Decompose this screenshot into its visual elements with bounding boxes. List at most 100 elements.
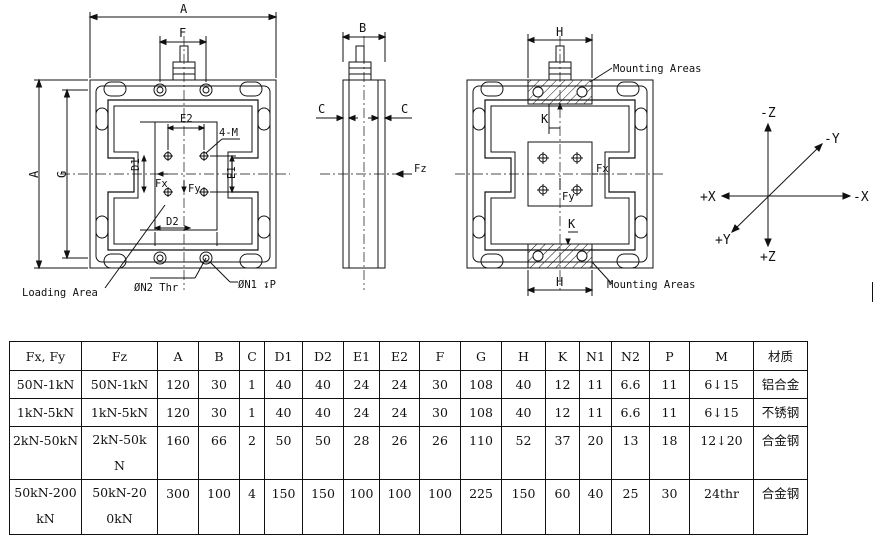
technical-drawing: A F A G E2 4-M D1 E1 D2 Fx Fy Loading Ar… bbox=[22, 2, 869, 299]
dim-k-bottom: K bbox=[568, 217, 576, 231]
table-cell: 18 bbox=[649, 426, 690, 480]
table-cell: 40 bbox=[302, 398, 344, 427]
table-header: N1 bbox=[579, 341, 612, 371]
mounting-areas-bottom: Mounting Areas bbox=[607, 279, 696, 291]
table-cell: 40 bbox=[501, 370, 546, 399]
rear-fy: Fy bbox=[562, 191, 575, 203]
table-cell: 4 bbox=[239, 479, 265, 535]
axis-neg-y: -Y bbox=[824, 132, 840, 147]
table-cell: 30 bbox=[198, 370, 240, 399]
table-header: E1 bbox=[343, 341, 380, 371]
table-cell: 1 bbox=[239, 398, 265, 427]
table-cell: 1 bbox=[239, 370, 265, 399]
table-cell: 150 bbox=[302, 479, 344, 535]
dim-d1: D1 bbox=[130, 158, 142, 171]
dim-e1: E1 bbox=[226, 166, 238, 179]
table-cell: 50 bbox=[302, 426, 344, 480]
rear-fx: Fx bbox=[596, 163, 609, 175]
table-cell: 120 bbox=[157, 370, 199, 399]
table-cell: 52 bbox=[501, 426, 546, 480]
dim-d2: D2 bbox=[166, 216, 179, 228]
table-cell: 不锈钢 bbox=[753, 398, 808, 427]
dim-4m: 4-M bbox=[219, 127, 238, 139]
table-cell: 24 bbox=[343, 370, 380, 399]
table-header: Fx, Fy bbox=[9, 341, 82, 371]
front-view bbox=[34, 12, 290, 290]
table-cell: 28 bbox=[343, 426, 380, 480]
table-header: K bbox=[545, 341, 580, 371]
table-cell: 108 bbox=[460, 398, 502, 427]
table-header: B bbox=[198, 341, 240, 371]
table-cell: 160 bbox=[157, 426, 199, 480]
table-cell: 100 bbox=[419, 479, 461, 535]
dim-b: B bbox=[359, 21, 366, 35]
table-cell: 40 bbox=[579, 479, 612, 535]
dim-e2: E2 bbox=[180, 113, 193, 125]
table-cell: 30 bbox=[419, 398, 461, 427]
table-cell: 100 bbox=[343, 479, 380, 535]
edge-mark bbox=[872, 282, 873, 302]
dim-k-top: K bbox=[541, 112, 549, 126]
table-cell: 30 bbox=[649, 479, 690, 535]
table-header: G bbox=[460, 341, 502, 371]
axis-labels: -Z -Y +X -X +Y +Z bbox=[700, 106, 869, 265]
table-header: N2 bbox=[611, 341, 650, 371]
table-cell: 24thr bbox=[689, 479, 754, 535]
side-fz: Fz bbox=[414, 163, 427, 175]
table-cell: 30 bbox=[419, 370, 461, 399]
table-header: F bbox=[419, 341, 461, 371]
table-cell: 20 bbox=[579, 426, 612, 480]
front-view-labels: A F A G E2 4-M D1 E1 D2 Fx Fy Loading Ar… bbox=[22, 2, 276, 299]
table-cell: 6.6 bbox=[611, 370, 650, 399]
table-cell: 26 bbox=[379, 426, 420, 480]
table-cell: 50N-1kN bbox=[9, 370, 82, 399]
table-cell: 66 bbox=[198, 426, 240, 480]
n1-depth-label: ØN1 ↧P bbox=[238, 279, 276, 291]
table-cell: 50N-1kN bbox=[81, 370, 158, 399]
table-cell: 13 bbox=[611, 426, 650, 480]
table-cell: 25 bbox=[611, 479, 650, 535]
axis-pos-y: +Y bbox=[715, 233, 731, 248]
table-cell: 40 bbox=[264, 398, 303, 427]
n2-thread-label: ØN2 Thr bbox=[134, 282, 178, 294]
table-header: E2 bbox=[379, 341, 420, 371]
table-cell: 24 bbox=[379, 370, 420, 399]
mounting-areas-top: Mounting Areas bbox=[613, 63, 702, 75]
spec-table: Fx, Fy Fz A B C D1 D2 E1 E2 F G H K N1 N… bbox=[9, 341, 808, 535]
dim-a-left: A bbox=[27, 170, 41, 178]
table-cell: 12 bbox=[545, 398, 580, 427]
table-cell: 24 bbox=[343, 398, 380, 427]
loading-area-label: Loading Area bbox=[22, 287, 98, 299]
dim-c-left: C bbox=[318, 102, 325, 116]
axis-pos-z: +Z bbox=[760, 250, 776, 265]
table-header: M bbox=[689, 341, 754, 371]
side-view bbox=[316, 32, 412, 290]
table-cell: 108 bbox=[460, 370, 502, 399]
table-cell: 12 bbox=[545, 370, 580, 399]
table-cell: 150 bbox=[501, 479, 546, 535]
table-cell: 40 bbox=[501, 398, 546, 427]
table-cell: 24 bbox=[379, 398, 420, 427]
table-cell: 铝合金 bbox=[753, 370, 808, 399]
table-cell: 1kN-5kN bbox=[81, 398, 158, 427]
table-cell: 50 bbox=[264, 426, 303, 480]
dim-h-top: H bbox=[556, 25, 563, 39]
table-header: P bbox=[649, 341, 690, 371]
table-cell: 11 bbox=[649, 370, 690, 399]
table-cell: 100 bbox=[198, 479, 240, 535]
table-cell: 30 bbox=[198, 398, 240, 427]
table-cell: 2kN-50kN bbox=[9, 426, 82, 480]
table-cell: 6↓15 bbox=[689, 398, 754, 427]
rear-view-labels: H H K K Fx Fy Mounting Areas Mounting Ar… bbox=[541, 25, 702, 291]
table-cell: 合金钢 bbox=[753, 426, 808, 480]
dim-a-top: A bbox=[180, 2, 188, 16]
front-fx: Fx bbox=[155, 178, 168, 190]
table-header: D1 bbox=[264, 341, 303, 371]
table-cell: 26 bbox=[419, 426, 461, 480]
table-header-row: Fx, Fy Fz A B C D1 D2 E1 E2 F G H K N1 N… bbox=[9, 341, 808, 371]
